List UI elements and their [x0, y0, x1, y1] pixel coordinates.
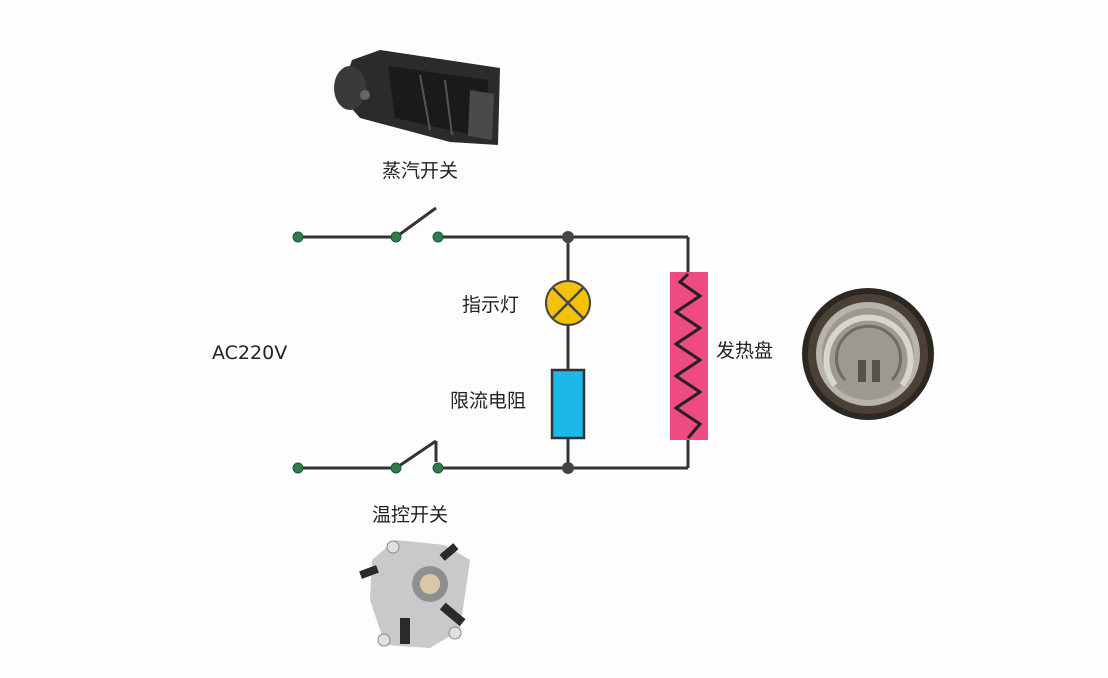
- node: [432, 462, 444, 474]
- thermo-switch-label: 温控开关: [372, 504, 449, 526]
- junction: [562, 462, 574, 474]
- power-source-label: AC220V: [212, 342, 288, 364]
- node: [390, 231, 402, 243]
- resistor-label: 限流电阻: [450, 390, 527, 412]
- node: [292, 462, 304, 474]
- junction-nodes: [562, 231, 574, 474]
- thermo-switch-blade: [395, 439, 437, 470]
- steam-switch-label: 蒸汽开关: [382, 160, 459, 182]
- thermostat-photo: [359, 540, 470, 648]
- resistor-symbol: [550, 368, 586, 440]
- heating-plate-label: 发热盘: [716, 340, 774, 362]
- node: [390, 462, 402, 474]
- steam-switch-photo: [334, 50, 500, 145]
- heating-element-symbol: [670, 272, 708, 440]
- node: [292, 231, 304, 243]
- heating-plate-photo: [802, 288, 934, 420]
- wires: [298, 206, 690, 470]
- node: [432, 231, 444, 243]
- junction: [562, 231, 574, 243]
- terminal-nodes: [292, 231, 444, 474]
- indicator-lamp-label: 指示灯: [462, 294, 520, 316]
- steam-switch-blade: [395, 206, 437, 239]
- indicator-lamp-symbol: [545, 280, 591, 326]
